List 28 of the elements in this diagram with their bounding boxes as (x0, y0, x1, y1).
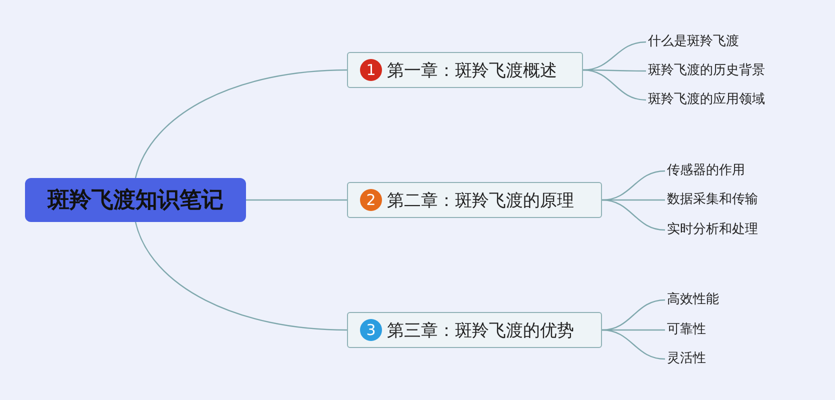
branch-line (602, 199, 666, 231)
topic-title: 第一章：斑羚飞渡概述 (387, 60, 557, 82)
central-topic: 斑羚飞渡知识笔记 (25, 178, 246, 222)
branch-line (134, 222, 348, 331)
subtopic-text: 高效性能 (667, 291, 719, 309)
topic-box (347, 182, 602, 218)
number-badge: 2 (360, 189, 382, 211)
subtopic-text: 数据采集和传输 (667, 191, 758, 209)
branch-line (246, 199, 347, 201)
branch-line (602, 170, 666, 201)
branch-line (602, 329, 666, 360)
number-badge: 1 (360, 59, 382, 81)
topic-title: 第二章：斑羚飞渡的原理 (387, 190, 574, 212)
subtopic-text: 传感器的作用 (667, 162, 745, 180)
subtopic-text: 斑羚飞渡的应用领域 (648, 91, 765, 109)
subtopic-text: 实时分析和处理 (667, 221, 758, 239)
branch-line (582, 69, 646, 101)
topic-title: 第三章：斑羚飞渡的优势 (387, 320, 574, 342)
subtopic-text: 斑羚飞渡的历史背景 (648, 62, 765, 80)
number-badge: 3 (360, 319, 382, 341)
topic-box (347, 52, 583, 88)
branch-line (602, 299, 666, 331)
subtopic-text: 可靠性 (667, 321, 706, 339)
topic-box (347, 312, 602, 348)
subtopic-text: 什么是斑羚飞渡 (648, 33, 739, 51)
branch-line (582, 41, 646, 71)
branch-line (134, 69, 348, 178)
subtopic-text: 灵活性 (667, 350, 706, 368)
